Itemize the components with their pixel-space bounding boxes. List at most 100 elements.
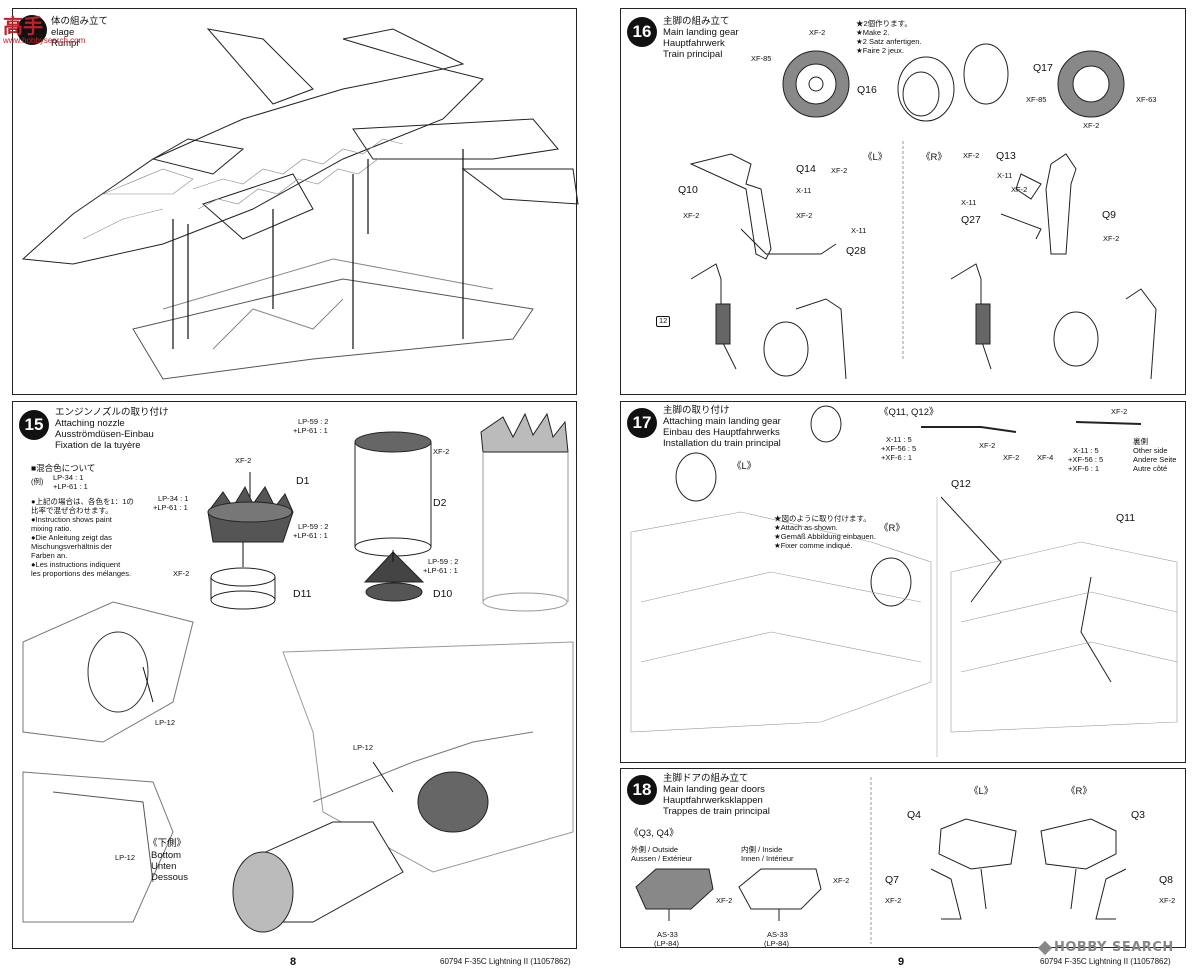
bottom-view-de: Unten bbox=[151, 861, 177, 872]
wheel-xf85-right-text: XF-85 bbox=[1026, 95, 1047, 104]
inside-as33-text: AS-33 bbox=[767, 930, 788, 939]
step17-left-label: 《L》 bbox=[732, 461, 757, 472]
d10-mix-lp61-text: +LP-61 : 1 bbox=[423, 566, 458, 575]
step16-right-label: 《R》 bbox=[921, 152, 947, 163]
step14-title-de: Rumpf bbox=[51, 38, 79, 49]
mix-header: ■混合色について bbox=[31, 463, 96, 473]
lp12-callout-a-text: LP-12 bbox=[155, 718, 176, 727]
step-ref-12: 12 bbox=[656, 316, 671, 327]
attach-jp: ★図のように取り付けます。 bbox=[774, 514, 871, 523]
part-q17: Q17 bbox=[1033, 62, 1053, 74]
step14-number-badge bbox=[17, 15, 47, 45]
step14-panel: 体の組み立て elage Rumpf bbox=[12, 8, 579, 395]
part-q13: Q13 bbox=[996, 150, 1016, 162]
step18-number-badge: 18 bbox=[627, 775, 657, 805]
q10-xf2-text: XF-2 bbox=[683, 211, 700, 220]
q13-xf2-text: XF-2 bbox=[963, 151, 980, 160]
q27-xf2-text: XF-2 bbox=[1011, 185, 1028, 194]
make-two-fr: ★Faire 2 jeux. bbox=[856, 46, 904, 55]
note-de-3: Farben an. bbox=[31, 551, 68, 560]
mix-lp61: +LP-61 : 1 bbox=[53, 482, 88, 491]
make-two-en: ★Make 2. bbox=[856, 28, 890, 37]
d1-mix-lp61-text: +LP-61 : 1 bbox=[153, 503, 188, 512]
brand-watermark-icon bbox=[1037, 940, 1053, 955]
bottom-view-fr: Dessous bbox=[151, 872, 188, 883]
bottom-view-en: Bottom bbox=[151, 850, 182, 861]
step15-title-fr: Fixation de la tuyère bbox=[55, 440, 141, 451]
q-xf2-c: XF-2 bbox=[1111, 407, 1128, 417]
brand-watermark: HOBBY SEARCH bbox=[1037, 940, 1174, 955]
mix-xf6-left: +XF-6 : 1 bbox=[881, 453, 913, 462]
d2-color-xf2: XF-2 bbox=[433, 447, 449, 457]
mix-x11-left: X-11 : 5 bbox=[886, 435, 912, 444]
q-xf4: XF-4 bbox=[1037, 453, 1053, 463]
footer-product-left: 60794 F-35C Lightning II (11057862) bbox=[440, 957, 571, 966]
other-side-jp: 裏側 bbox=[1133, 437, 1148, 446]
d1-mix2-lp59-text: LP-59 : 2 bbox=[298, 522, 329, 531]
make-two-de: ★2 Satz anfertigen. bbox=[856, 37, 922, 46]
part-q8: Q8 bbox=[1159, 874, 1174, 886]
lp12-callout-b-text: LP-12 bbox=[353, 743, 374, 752]
q14-xf2-text: XF-2 bbox=[831, 166, 848, 175]
inside-label-2: Innen / Intérieur bbox=[741, 854, 794, 863]
q-xf2-c-text: XF-2 bbox=[1111, 407, 1128, 416]
step17-title-de: Einbau des Hauptfahrwerks bbox=[663, 427, 780, 438]
step17-title-fr: Installation du train principal bbox=[663, 438, 781, 449]
q9-xf2: XF-2 bbox=[1103, 234, 1119, 244]
d1-mix2-lp61-text: +LP-61 : 1 bbox=[293, 531, 328, 540]
part-d1: D1 bbox=[296, 475, 310, 487]
gear-doors-illustration bbox=[635, 777, 1127, 944]
inside-lp84: (LP-84) bbox=[764, 939, 789, 949]
q28-x11-text: X-11 bbox=[851, 226, 867, 235]
d2-top-lp59: LP-59 : 2 bbox=[298, 417, 328, 427]
wheel-xf63-text: XF-63 bbox=[1136, 95, 1157, 104]
step18-title-fr: Trappes de train principal bbox=[663, 806, 770, 817]
note-fr-2: les proportions des mélanges. bbox=[31, 569, 132, 578]
d11-color-xf2-text: XF-2 bbox=[173, 569, 190, 578]
gear-install-illustration bbox=[630, 405, 1178, 757]
d2-top-lp61: +LP-61 : 1 bbox=[293, 426, 328, 436]
d1-color-xf2-text: XF-2 bbox=[235, 456, 252, 465]
step16-left-label: 《L》 bbox=[863, 152, 888, 163]
step17-title-jp: 主脚の取り付け bbox=[663, 405, 730, 416]
note-en-1: ●Instruction shows paint bbox=[31, 515, 112, 524]
wheel-xf63: XF-63 bbox=[1136, 95, 1157, 105]
q14-xf2: XF-2 bbox=[831, 166, 848, 176]
wheel-xf2-top: XF-2 bbox=[809, 28, 825, 38]
step17-panel: 17 主脚の取り付け Attaching main landing gear E… bbox=[620, 401, 1186, 763]
wheel-xf85-right: XF-85 bbox=[1026, 95, 1047, 105]
q11-q12-header: 《Q11, Q12》 bbox=[879, 407, 939, 418]
brand-watermark-text: HOBBY SEARCH bbox=[1054, 940, 1174, 955]
inside-as33: AS-33 bbox=[767, 930, 788, 940]
outside-as33-text: AS-33 bbox=[657, 930, 678, 939]
step18-title-jp: 主脚ドアの組み立て bbox=[663, 773, 749, 784]
q28-xf2: XF-2 bbox=[796, 211, 812, 221]
q-xf2-a: XF-2 bbox=[979, 441, 995, 451]
make-two-jp: ★2個作ります。 bbox=[856, 19, 912, 28]
nozzle-assembly-illustration bbox=[22, 412, 574, 933]
outside-lp84: (LP-84) bbox=[654, 939, 679, 949]
bottom-view-jp: 《下側》 bbox=[148, 838, 187, 849]
q28-x11: X-11 bbox=[851, 226, 867, 236]
step15-panel: 15 エンジンノズルの取り付け Attaching nozzle Ausströ… bbox=[12, 401, 577, 949]
part-q12: Q12 bbox=[951, 478, 971, 490]
q8-xf2-text: XF-2 bbox=[1159, 896, 1176, 905]
other-side-en: Other side bbox=[1133, 446, 1168, 455]
lp12-callout-c: LP-12 bbox=[115, 853, 135, 863]
step16-title-jp: 主脚の組み立て bbox=[663, 16, 730, 27]
note-jp-1: ●上記の場合は、各色を1：1の bbox=[31, 497, 134, 506]
q8-xf2: XF-2 bbox=[1159, 896, 1176, 906]
wheel-xf2-bottom-text: XF-2 bbox=[1083, 121, 1100, 130]
d1-mix-lp61: +LP-61 : 1 bbox=[153, 503, 188, 513]
landing-gear-illustration bbox=[689, 43, 1157, 380]
q27-x11-text: X-11 bbox=[961, 198, 977, 207]
part-q14: Q14 bbox=[796, 163, 816, 175]
d2-top-lp61-text: +LP-61 : 1 bbox=[293, 426, 328, 435]
part-q9: Q9 bbox=[1102, 209, 1117, 221]
mix-xf56-left: +XF-56 : 5 bbox=[881, 444, 917, 453]
note-jp-2: 比率で混ぜ合わせます。 bbox=[31, 506, 113, 515]
inside-label-1: 内側 / Inside bbox=[741, 845, 783, 854]
part-q3: Q3 bbox=[1131, 809, 1146, 821]
strut-x11-right: X-11 bbox=[997, 171, 1012, 181]
watermark-logo-text: 高手 bbox=[3, 14, 43, 38]
